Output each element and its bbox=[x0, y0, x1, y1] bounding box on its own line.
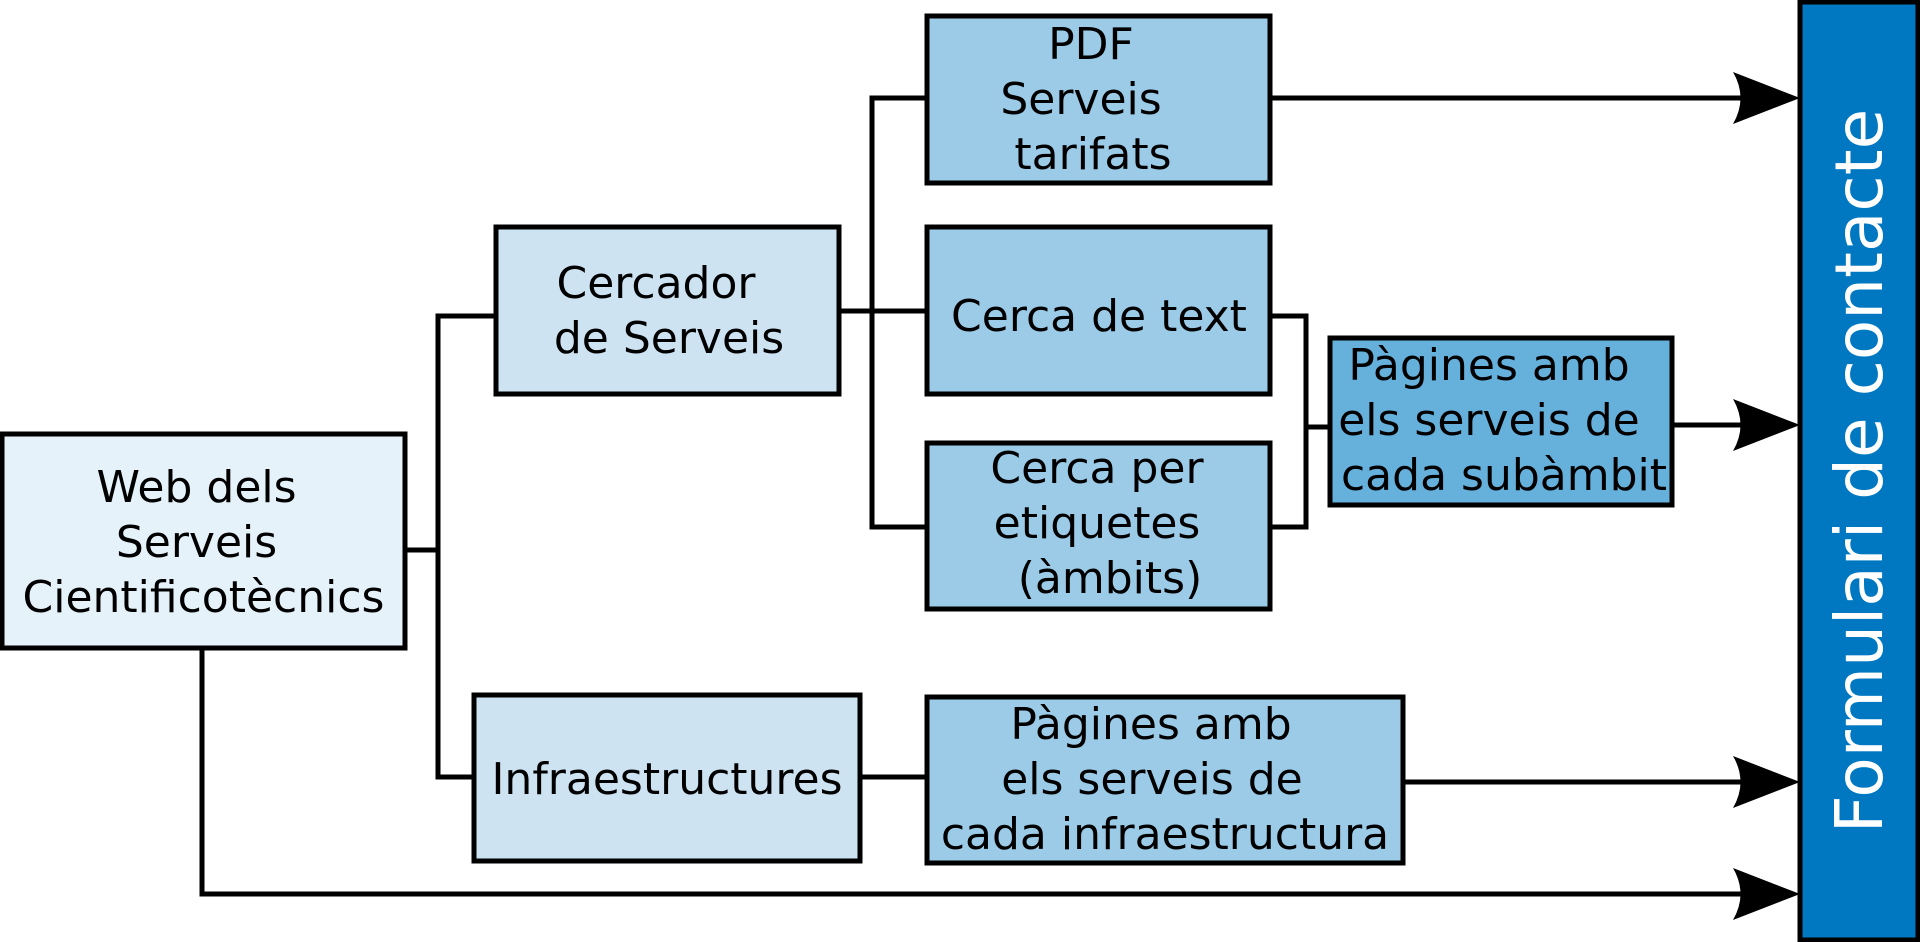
node-cerca-etiquetes: Cerca per etiquetes (àmbits) bbox=[924, 440, 1273, 612]
svg-text:Infraestructures: Infraestructures bbox=[491, 754, 842, 805]
node-cercador-line-2: de Serveis bbox=[554, 313, 784, 364]
node-pagines-subambit-line-3: cada subàmbit bbox=[1341, 450, 1667, 501]
node-web: Web dels Serveis Cientificotècnics bbox=[0, 431, 408, 651]
node-web-box bbox=[0, 431, 408, 651]
node-infra-line-1: Infraestructures bbox=[491, 754, 842, 805]
node-pagines-infra-box bbox=[924, 694, 1406, 866]
node-pagines-subambit-box bbox=[1327, 335, 1675, 508]
node-pagines-infra: Pàgines amb els serveis de cada infraest… bbox=[924, 694, 1406, 866]
svg-text:Cercador de Serveis: Cercador de Serveis bbox=[554, 258, 784, 364]
svg-text:Pàgines amb els serveis: Pàgines amb els serveis de cada infraest… bbox=[941, 699, 1389, 860]
node-web-line-1: Web dels bbox=[96, 462, 296, 513]
svg-text:PDF Serveis tarifa: PDF Serveis tarifats bbox=[1000, 19, 1175, 180]
node-pdf: PDF Serveis tarifats bbox=[924, 13, 1273, 186]
node-cerca-text: Cerca de text bbox=[924, 224, 1273, 397]
node-pdf-line-1: PDF bbox=[1048, 19, 1134, 70]
node-pagines-infra-line-1: Pàgines amb bbox=[1010, 699, 1291, 750]
node-web-line-2: Serveis bbox=[116, 517, 277, 568]
node-cercador: Cercador de Serveis bbox=[493, 224, 842, 397]
node-cerca-etiquetes-line-3: (àmbits) bbox=[1018, 553, 1203, 604]
contact-form-bar: Formulari de contacte bbox=[1797, 0, 1920, 942]
node-infra-box bbox=[471, 692, 863, 864]
arrowhead-web bbox=[1733, 868, 1800, 920]
node-pagines-infra-line-3: cada infraestructura bbox=[941, 809, 1389, 860]
contact-form-bar-box bbox=[1797, 0, 1920, 942]
node-cercador-line-1: Cercador bbox=[556, 258, 756, 309]
contact-form-label: Formulari de contacte bbox=[1821, 109, 1898, 833]
node-pagines-subambit-line-2: els serveis de bbox=[1338, 395, 1640, 446]
svg-text:Pàgines amb els serveis: Pàgines amb els serveis de cada subàmbit bbox=[1338, 340, 1667, 501]
svg-text:Cerca de text: Cerca de text bbox=[951, 291, 1247, 342]
arrowheads bbox=[1733, 72, 1800, 920]
node-cerca-text-line-1: Cerca de text bbox=[951, 291, 1247, 342]
node-pagines-subambit: Pàgines amb els serveis de cada subàmbit bbox=[1327, 335, 1675, 508]
arrowhead-infra bbox=[1733, 756, 1800, 808]
node-infra: Infraestructures bbox=[471, 692, 863, 864]
node-web-line-3: Cientificotècnics bbox=[23, 572, 385, 623]
node-cerca-text-box bbox=[924, 224, 1273, 397]
node-pdf-box bbox=[924, 13, 1273, 186]
node-cercador-box bbox=[493, 224, 842, 397]
node-cerca-etiquetes-line-1: Cerca per bbox=[990, 443, 1204, 494]
node-pdf-line-3: tarifats bbox=[1014, 129, 1171, 180]
svg-text:Cerca per etiquetes: Cerca per etiquetes (àmbits) bbox=[990, 443, 1217, 604]
arrowhead-pdf bbox=[1733, 72, 1800, 124]
node-pagines-infra-line-2: els serveis de bbox=[1001, 754, 1303, 805]
node-pdf-line-2: Serveis bbox=[1000, 74, 1161, 125]
svg-text:Web dels Serveis C: Web dels Serveis Cientificotècnics bbox=[23, 462, 385, 623]
node-cerca-etiquetes-box bbox=[924, 440, 1273, 612]
connectors bbox=[199, 95, 1748, 897]
node-cerca-etiquetes-line-2: etiquetes bbox=[994, 498, 1201, 549]
arrowhead-subambit bbox=[1733, 399, 1800, 451]
node-pagines-subambit-line-1: Pàgines amb bbox=[1348, 340, 1629, 391]
